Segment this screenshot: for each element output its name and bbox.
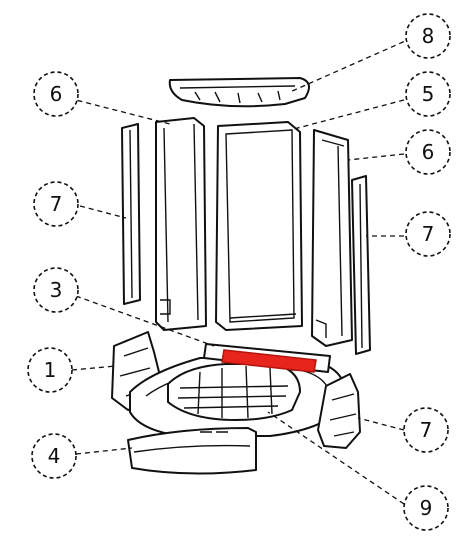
callout-7-lower-right: 7 <box>403 407 449 453</box>
callout-7-lower-right-label: 7 <box>420 418 433 442</box>
callout-8-label: 8 <box>422 24 435 48</box>
callout-7-left-label: 7 <box>50 192 63 216</box>
callout-3: 3 <box>33 267 79 313</box>
leader-lines <box>59 37 413 505</box>
part-right-outer-panel <box>351 175 371 355</box>
part-grate <box>167 363 301 421</box>
callout-9-label: 9 <box>420 496 433 520</box>
callout-6-left-label: 6 <box>50 82 63 106</box>
callout-1-label: 1 <box>44 358 57 382</box>
callout-7-left: 7 <box>33 181 79 227</box>
part-front-bar-highlighted <box>203 343 331 373</box>
callout-4: 4 <box>31 433 77 479</box>
callout-6-right-label: 6 <box>422 140 435 164</box>
callout-5: 5 <box>405 71 451 117</box>
part-front-base <box>127 427 257 475</box>
callout-6-left: 6 <box>33 71 79 117</box>
part-left-outer-panel <box>121 123 141 305</box>
callout-8: 8 <box>405 13 451 59</box>
part-top-baffle <box>168 77 310 108</box>
part-right-side-panel <box>311 129 353 347</box>
callout-3-label: 3 <box>50 278 63 302</box>
callout-9: 9 <box>403 485 449 531</box>
callout-6-right: 6 <box>405 129 451 175</box>
callout-7-right-label: 7 <box>422 222 435 246</box>
part-left-side-panel <box>155 117 207 331</box>
part-right-corner-block <box>317 373 361 449</box>
callout-7-right: 7 <box>405 211 451 257</box>
part-rear-panel <box>215 121 303 331</box>
callout-5-label: 5 <box>422 82 435 106</box>
callout-1: 1 <box>27 347 73 393</box>
callout-4-label: 4 <box>48 444 61 468</box>
